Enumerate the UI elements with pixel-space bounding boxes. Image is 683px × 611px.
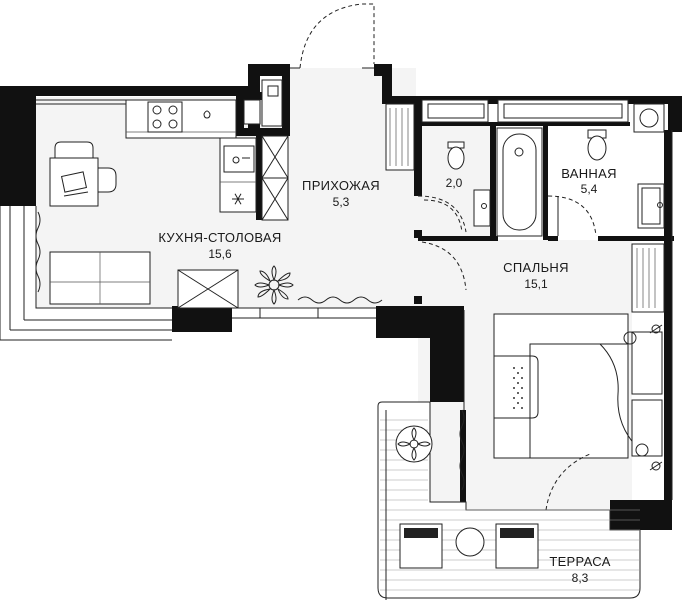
bath-area: 5,4	[581, 182, 598, 196]
sofa	[49, 251, 151, 305]
laptop-icon	[60, 171, 89, 197]
terrace-chair-right	[495, 523, 539, 569]
wc-area: 2,0	[446, 176, 463, 190]
snowflake-icon	[232, 193, 244, 205]
bedroom-area: 15,1	[524, 277, 548, 291]
curtain-left	[35, 211, 41, 293]
kitchen-area: 15,6	[208, 247, 232, 261]
flower-icon	[254, 265, 294, 305]
quilted-pattern	[513, 367, 523, 409]
kitchen-cabinet	[177, 269, 239, 309]
entry-door	[299, 3, 375, 69]
terrace-chair-left	[399, 523, 443, 569]
hall-utility-boxes	[243, 79, 283, 127]
washer-icon	[633, 103, 665, 133]
bathtub-icon	[496, 127, 543, 237]
bath-name: ВАННАЯ	[561, 166, 617, 181]
kitchen-counter	[125, 99, 257, 213]
room-labels: КУХНЯ-СТОЛОВАЯ 15,6 ПРИХОЖАЯ 5,3 2,0 ВАН…	[158, 166, 616, 585]
dining-table	[49, 141, 117, 207]
wardrobe-hall-right	[385, 103, 415, 171]
flower-icon-terrace	[395, 425, 433, 463]
terrace-area: 8,3	[572, 571, 589, 585]
walls	[0, 64, 682, 530]
wc-fixtures	[421, 99, 491, 233]
terrace	[377, 401, 641, 600]
toilet-icon-bath	[587, 129, 607, 161]
nightstands	[623, 324, 663, 471]
wardrobe-bedroom	[631, 243, 665, 313]
hall-wardrobe	[261, 135, 289, 221]
terrace-name: ТЕРРАСА	[549, 554, 610, 569]
bed	[493, 313, 637, 459]
bedroom-name: СПАЛЬНЯ	[503, 260, 569, 275]
curtain-bottom	[297, 296, 383, 304]
hall-name: ПРИХОЖАЯ	[302, 178, 380, 193]
kitchen-name: КУХНЯ-СТОЛОВАЯ	[158, 230, 281, 245]
bathroom-fixtures	[496, 99, 665, 237]
terrace-table	[455, 527, 485, 557]
hall-area: 5,3	[333, 195, 350, 209]
toilet-icon	[447, 141, 465, 170]
